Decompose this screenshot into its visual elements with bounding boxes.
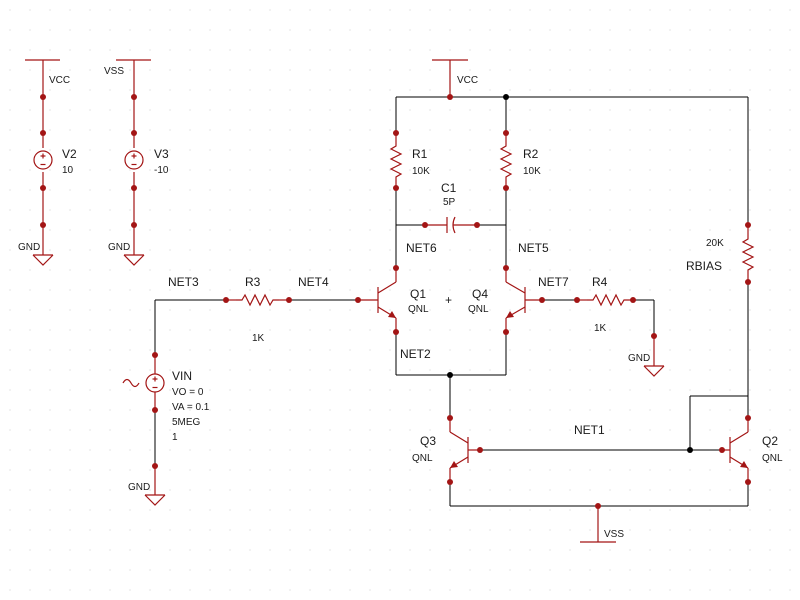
- vcc-symbol-top: [432, 59, 468, 100]
- vin-gnd-label: GND: [128, 482, 150, 493]
- v3-gnd-label: GND: [108, 242, 130, 253]
- c1-ref-label: C1: [441, 181, 457, 195]
- vin-ref-label: VIN: [172, 369, 192, 383]
- q4-ref-label: Q4: [472, 287, 488, 301]
- transistor-q2[interactable]: [719, 415, 751, 485]
- net5-label: NET5: [518, 241, 549, 255]
- q2-model-label: QNL: [762, 453, 783, 464]
- q4-model-label: QNL: [468, 304, 489, 315]
- q3-ref-label: Q3: [420, 434, 436, 448]
- rbias-value-label: 20K: [706, 238, 724, 249]
- v2-value-label: 10: [62, 165, 74, 176]
- r4-ref-label: R4: [592, 275, 608, 289]
- net3-label: NET3: [168, 275, 199, 289]
- junctions: [447, 94, 693, 453]
- vcc-top-label: VCC: [457, 75, 478, 86]
- ground-r4: [643, 333, 665, 377]
- vin-param-0: VO = 0: [172, 387, 204, 398]
- resistor-r2[interactable]: [500, 130, 512, 191]
- source-v2[interactable]: [25, 59, 60, 266]
- c1-value-label: 5P: [443, 197, 456, 208]
- v3-rail-label: VSS: [104, 66, 124, 77]
- source-v3[interactable]: [116, 59, 151, 266]
- v2-ref-label: V2: [62, 147, 77, 161]
- net2-label: NET2: [400, 347, 431, 361]
- net7-label: NET7: [538, 275, 569, 289]
- vin-param-1: VA = 0.1: [172, 402, 210, 413]
- v2-gnd-label: GND: [18, 242, 40, 253]
- q1-model-label: QNL: [408, 304, 429, 315]
- r3-value-label: 1K: [252, 333, 265, 344]
- transistor-q3[interactable]: [447, 415, 483, 485]
- r2-ref-label: R2: [523, 147, 539, 161]
- origin-mark: +: [445, 293, 452, 307]
- vss-symbol-bottom: [580, 503, 616, 543]
- source-vin[interactable]: [122, 352, 166, 506]
- resistor-r4[interactable]: [574, 294, 636, 306]
- r1-ref-label: R1: [412, 147, 428, 161]
- resistor-r1[interactable]: [390, 130, 402, 191]
- gnd-r4-label: GND: [628, 353, 650, 364]
- r1-value-label: 10K: [412, 166, 430, 177]
- v3-ref-label: V3: [154, 147, 169, 161]
- net4-label: NET4: [298, 275, 329, 289]
- rbias-ref-label: RBIAS: [686, 259, 722, 273]
- v2-rail-label: VCC: [49, 75, 70, 86]
- q3-model-label: QNL: [412, 453, 433, 464]
- vin-param-2: 5MEG: [172, 417, 201, 428]
- r3-ref-label: R3: [245, 275, 261, 289]
- vin-param-3: 1: [172, 432, 178, 443]
- resistor-r3[interactable]: [223, 294, 292, 306]
- net6-label: NET6: [406, 241, 437, 255]
- resistor-rbias[interactable]: [742, 222, 754, 285]
- labels: VCC V2 10 GND VSS V3 -10 GND VCC R1 10K …: [18, 66, 783, 540]
- q1-ref-label: Q1: [410, 287, 426, 301]
- net1-label: NET1: [574, 423, 605, 437]
- q2-ref-label: Q2: [762, 434, 778, 448]
- transistor-q1[interactable]: [355, 265, 399, 335]
- transistor-q4[interactable]: [503, 265, 545, 335]
- v3-value-label: -10: [154, 165, 169, 176]
- vss-bottom-label: VSS: [604, 529, 624, 540]
- r2-value-label: 10K: [523, 166, 541, 177]
- r4-value-label: 1K: [594, 323, 607, 334]
- capacitor-c1[interactable]: [422, 216, 480, 234]
